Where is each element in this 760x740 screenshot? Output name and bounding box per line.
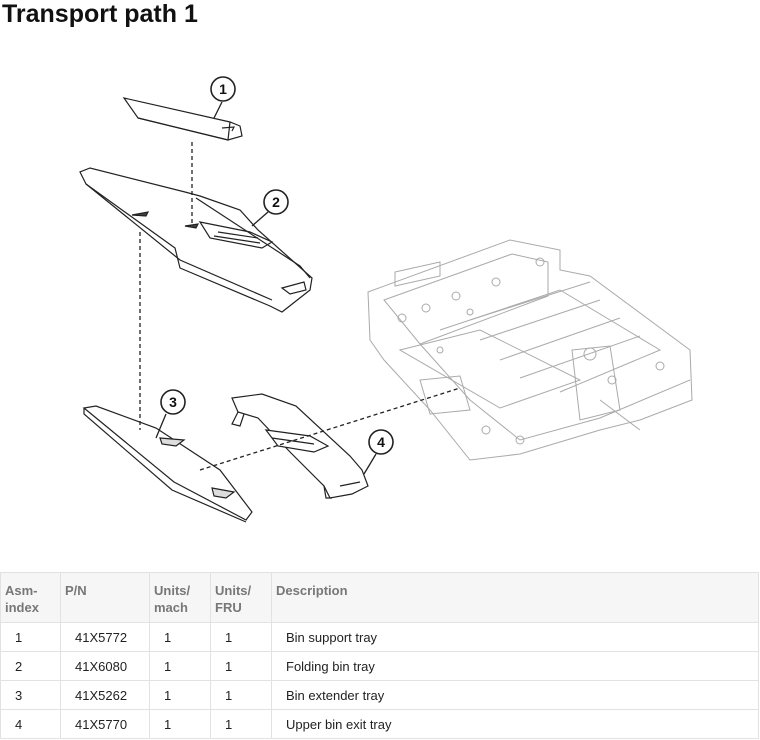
cell-index: 3: [0, 680, 61, 710]
callout-label-1: 1: [219, 81, 227, 97]
cell-index: 2: [0, 651, 61, 681]
cell-part-number: 41X5772: [60, 622, 150, 652]
exploded-parts-diagram: 1 2 3 4: [79, 76, 693, 523]
cell-units-fru: 1: [210, 680, 272, 710]
page-title: Transport path 1: [2, 0, 198, 28]
part-folding-bin-tray: [79, 167, 313, 313]
parts-table: Asm- index P/N Units/ mach Units/ FRU De…: [0, 572, 759, 739]
column-header-units-fru: Units/ FRU: [210, 572, 272, 623]
callout-1: 1: [210, 76, 236, 119]
column-header-asm-index: Asm- index: [0, 572, 61, 623]
table-row: 4 41X5770 1 1 Upper bin exit tray: [0, 709, 759, 739]
cell-units-fru: 1: [210, 622, 272, 652]
table-row: 1 41X5772 1 1 Bin support tray: [0, 622, 759, 652]
column-header-units-mach: Units/ mach: [149, 572, 211, 623]
callout-label-4: 4: [377, 434, 385, 450]
column-header-pn: P/N: [60, 572, 150, 623]
column-header-description: Description: [271, 572, 759, 623]
cell-units-mach: 1: [149, 622, 211, 652]
assembly-leader-lines: [139, 142, 461, 471]
parts-table-header: Asm- index P/N Units/ mach Units/ FRU De…: [0, 572, 759, 623]
callout-3: 3: [155, 389, 186, 439]
cell-index: 1: [0, 622, 61, 652]
callout-label-2: 2: [272, 194, 280, 210]
callout-2: 2: [251, 189, 289, 227]
cell-units-fru: 1: [210, 651, 272, 681]
cell-description: Bin extender tray: [271, 680, 759, 710]
cell-index: 4: [0, 709, 61, 739]
cell-units-mach: 1: [149, 651, 211, 681]
cell-description: Upper bin exit tray: [271, 709, 759, 739]
part-bin-extender-tray: [82, 405, 253, 523]
callout-label-3: 3: [169, 394, 177, 410]
cell-part-number: 41X6080: [60, 651, 150, 681]
machine-frame: [367, 239, 693, 461]
part-bin-support-tray: [122, 97, 243, 141]
part-upper-bin-exit-tray: [231, 393, 369, 499]
cell-units-mach: 1: [149, 709, 211, 739]
cell-part-number: 41X5770: [60, 709, 150, 739]
callout-4: 4: [363, 429, 394, 475]
cell-units-mach: 1: [149, 680, 211, 710]
cell-description: Bin support tray: [271, 622, 759, 652]
cell-description: Folding bin tray: [271, 651, 759, 681]
table-row: 2 41X6080 1 1 Folding bin tray: [0, 651, 759, 681]
cell-part-number: 41X5262: [60, 680, 150, 710]
table-row: 3 41X5262 1 1 Bin extender tray: [0, 680, 759, 710]
cell-units-fru: 1: [210, 709, 272, 739]
